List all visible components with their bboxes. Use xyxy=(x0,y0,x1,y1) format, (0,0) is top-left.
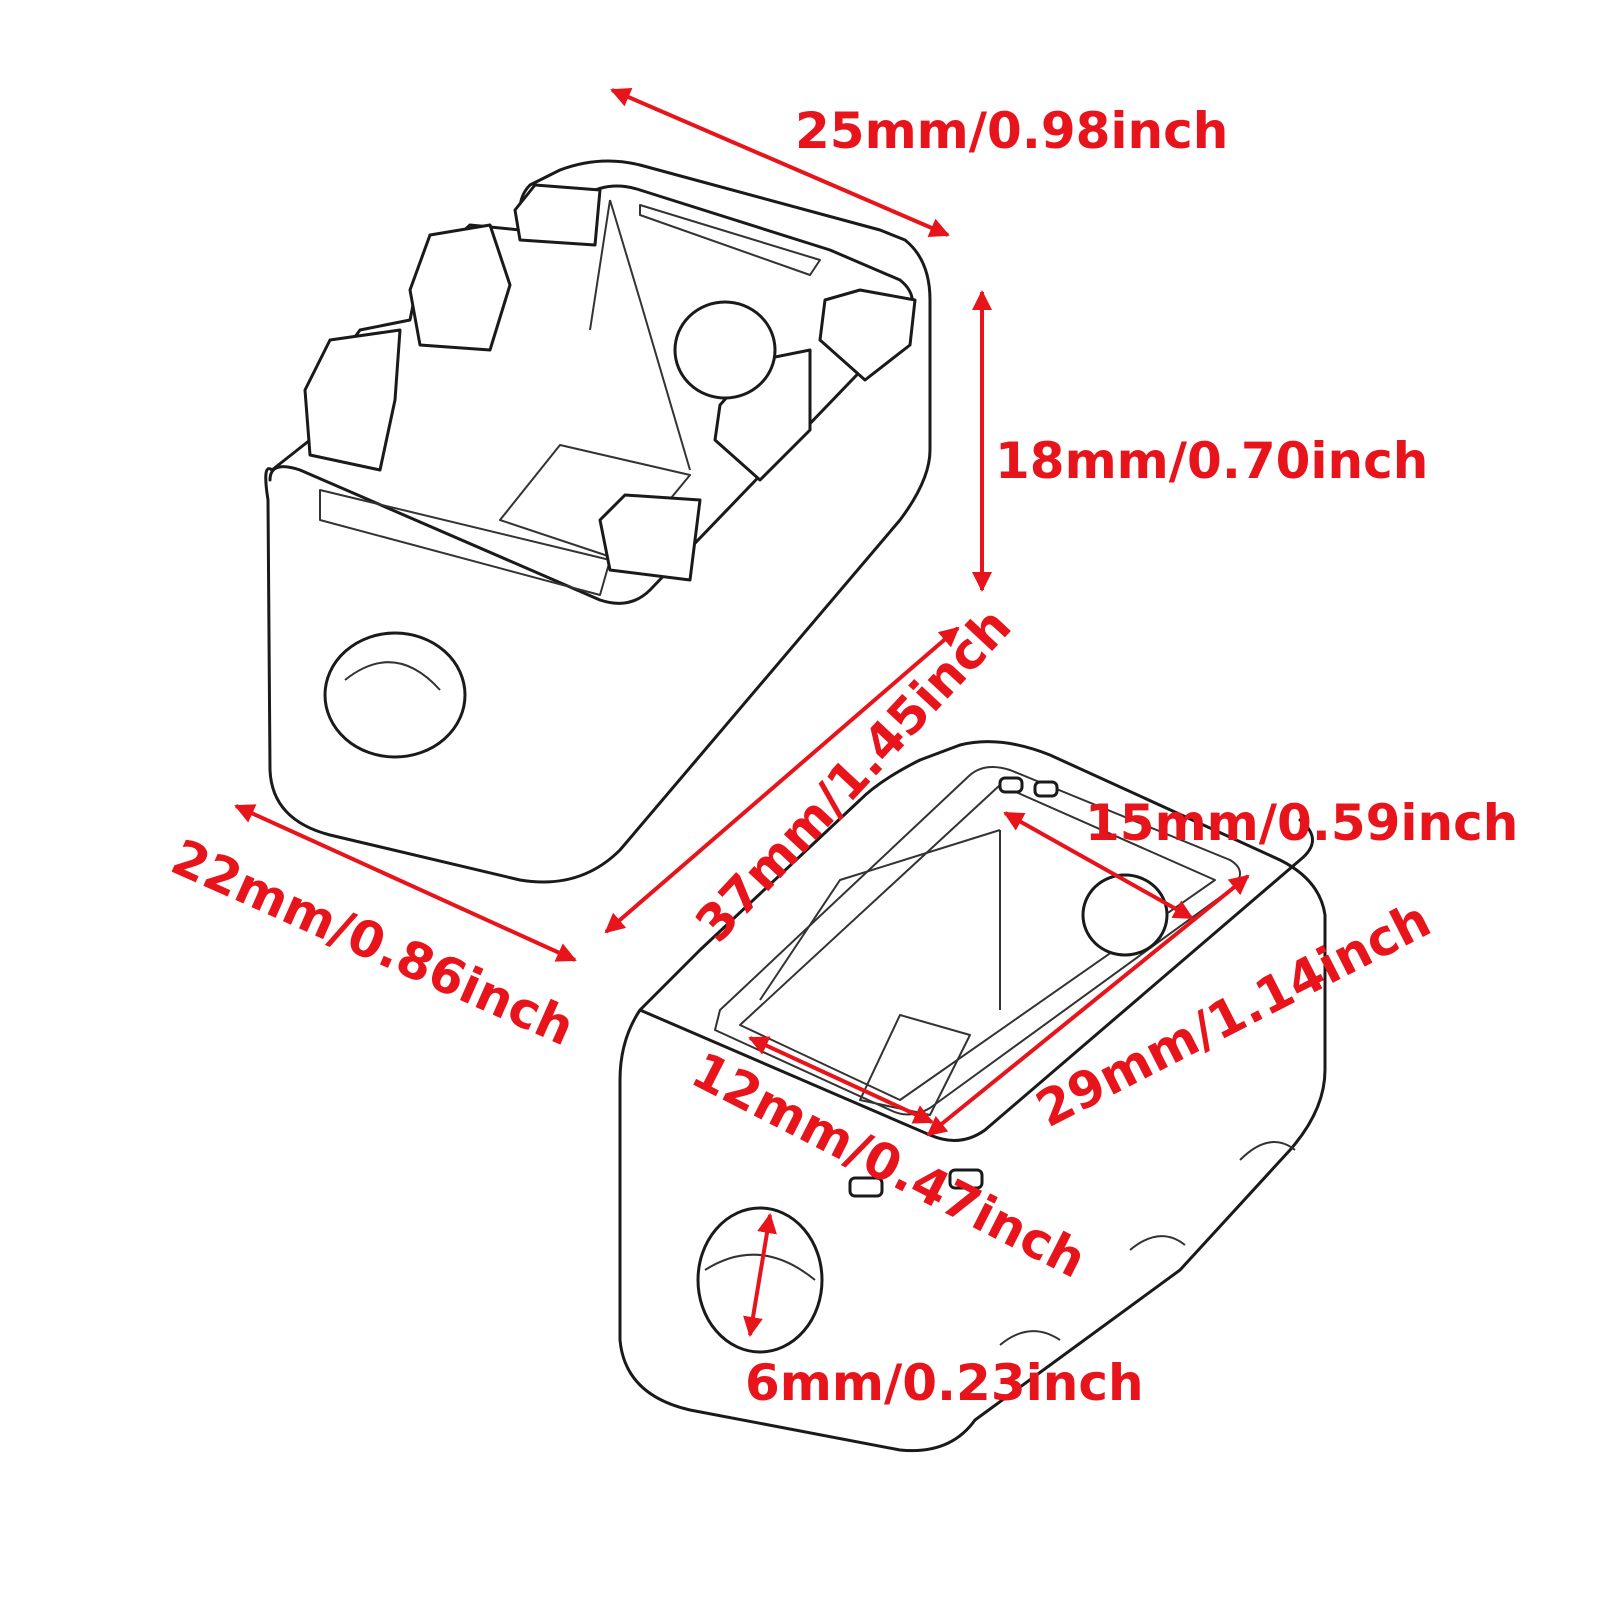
riser-block-bottom-stud-2 xyxy=(948,1168,984,1190)
riser-block-bottom-notch-2 xyxy=(1129,1235,1186,1251)
riser-block-top-tooth-1 xyxy=(303,328,402,472)
riser-block-top-upper-hole xyxy=(673,300,777,400)
riser-block-bottom-stud-3 xyxy=(998,776,1024,794)
riser-block-top-tooth-3 xyxy=(513,183,602,247)
riser-block-top-tooth-2 xyxy=(408,223,512,352)
arrow-inner-short xyxy=(748,1036,934,1124)
label-hole: 6mm/0.23inch xyxy=(745,1354,1144,1412)
riser-block-top-tooth-6 xyxy=(818,288,917,382)
riser-block-top-center-slot xyxy=(499,444,691,561)
riser-block-bottom-notch-1 xyxy=(1239,1141,1296,1161)
dimension-arrows xyxy=(234,87,1250,1337)
riser-block-bottom-inner-hole xyxy=(1081,873,1169,957)
riser-block-bottom-stud-4 xyxy=(1033,780,1059,798)
riser-block-top-tooth-4 xyxy=(598,493,702,582)
arrow-inner-length xyxy=(926,874,1250,1137)
riser-block-bottom-notch-3 xyxy=(999,1330,1061,1346)
riser-block-bottom-stud-1 xyxy=(848,1176,884,1198)
arrow-width-top xyxy=(610,87,950,238)
arrow-depth xyxy=(234,804,577,962)
label-inner-long: 15mm/0.59inch xyxy=(1085,794,1518,852)
arrow-hole xyxy=(743,1213,777,1337)
label-width-top: 25mm/0.98inch xyxy=(795,102,1228,160)
label-height: 18mm/0.70inch xyxy=(995,432,1428,490)
arrow-length xyxy=(604,626,960,934)
riser-block-top-bolt-hole xyxy=(323,631,467,759)
riser-block-top xyxy=(264,159,932,884)
